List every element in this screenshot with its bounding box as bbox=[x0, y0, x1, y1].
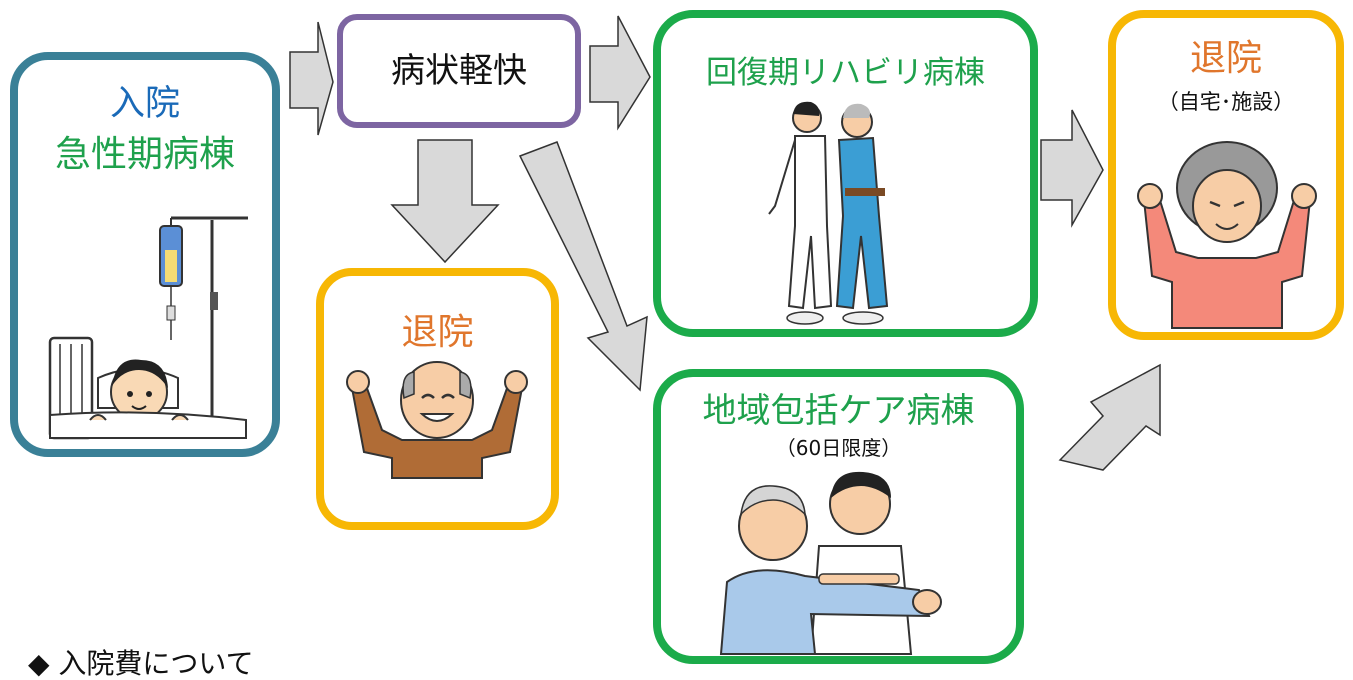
discharge-final-label: 退院 bbox=[1189, 38, 1262, 79]
community-care-ward-note: （60日限度） bbox=[775, 436, 902, 460]
arrow-rehab-to-discharge bbox=[1040, 109, 1104, 228]
cheering-elderly-woman-icon bbox=[1137, 141, 1317, 329]
symptom-improvement-label: 病状軽快 bbox=[391, 51, 527, 91]
symptom-improvement-box bbox=[337, 14, 581, 128]
arrow-admission-to-improvement bbox=[289, 21, 334, 136]
arm-exercise-assist-icon bbox=[719, 471, 942, 655]
arrow-diagonal-to-community bbox=[518, 141, 648, 392]
arrow-up-to-final-discharge bbox=[1058, 363, 1161, 471]
arrow-improvement-to-rehab bbox=[589, 15, 651, 131]
discharge-final-note: （自宅･施設） bbox=[1157, 90, 1295, 114]
cheering-elderly-man-icon bbox=[346, 361, 528, 479]
rehab-walking-assist-icon bbox=[768, 101, 889, 325]
admission-title: 入院 bbox=[109, 84, 180, 124]
arrow-down-to-discharge bbox=[390, 139, 500, 264]
acute-ward-label: 急性期病棟 bbox=[54, 134, 235, 175]
iv-drip-bed-patient-icon bbox=[48, 216, 248, 440]
rehab-ward-label: 回復期リハビリ病棟 bbox=[706, 55, 985, 91]
community-care-ward-label: 地域包括ケア病棟 bbox=[702, 391, 975, 431]
discharge-early-label: 退院 bbox=[401, 312, 474, 353]
footer-admission-cost-heading: ◆ 入院費について bbox=[28, 647, 254, 680]
